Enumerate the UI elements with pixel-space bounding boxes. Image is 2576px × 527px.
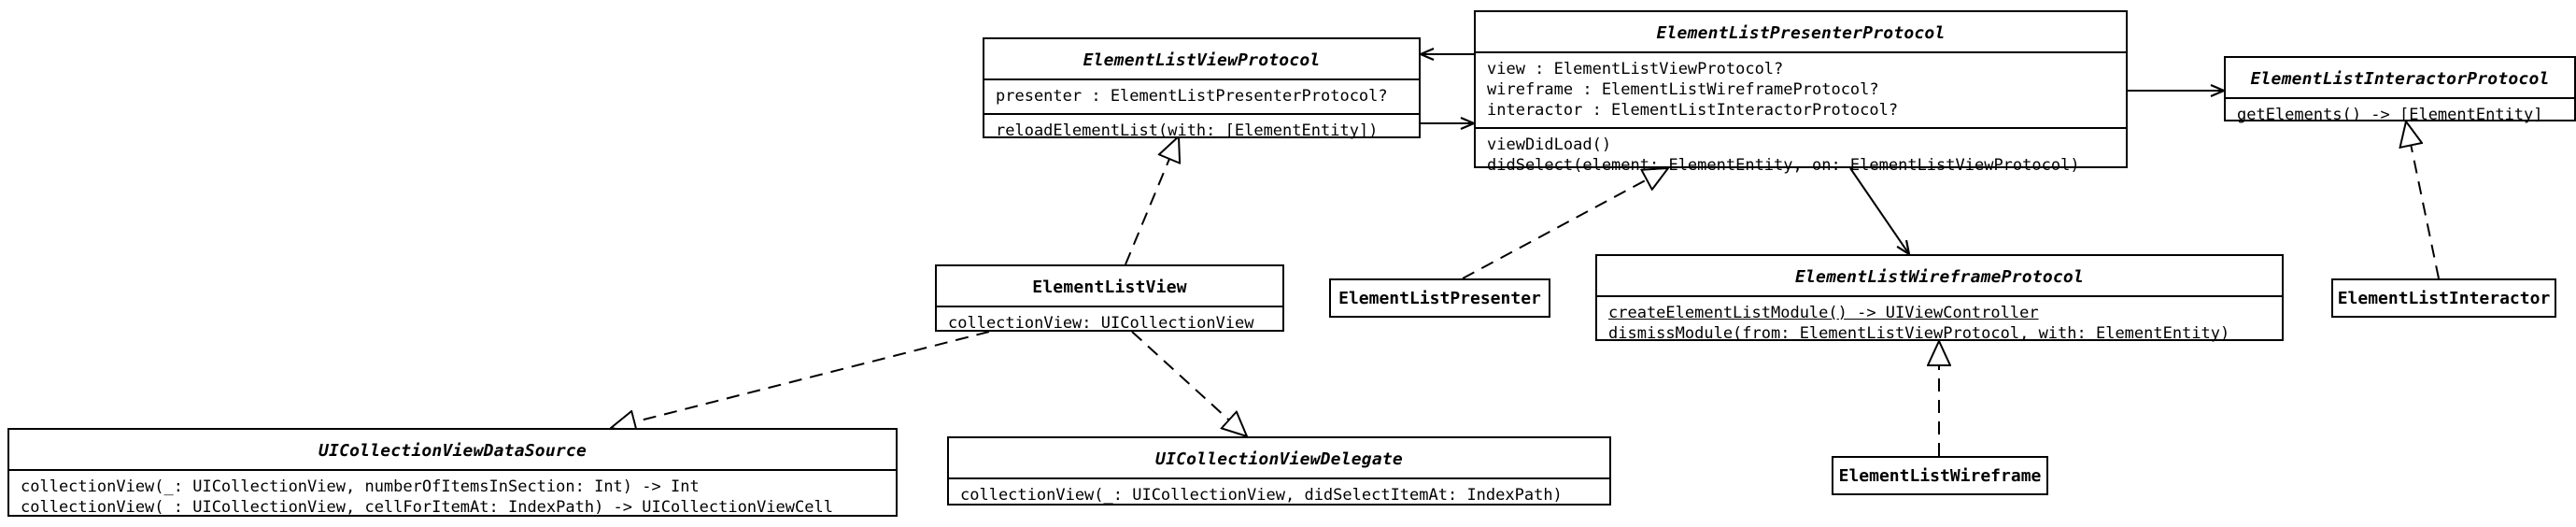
attributes-section: presenter : ElementListPresenterProtocol… (984, 78, 1419, 113)
class-box-element-list-interactor: ElementListInteractor (2331, 278, 2556, 318)
method: getElements() -> [ElementEntity] (2237, 106, 2543, 124)
attributes-section: view : ElementListViewProtocol? wirefram… (1476, 51, 2126, 127)
edge-list-view-realizes-delegate (1131, 331, 1247, 436)
attribute: wireframe : ElementListWireframeProtocol… (1487, 80, 1879, 99)
method: createElementListModule() -> UIViewContr… (1608, 304, 2039, 322)
attribute: interactor : ElementListInteractorProtoc… (1487, 101, 1899, 120)
class-name: ElementListView (1032, 278, 1187, 297)
method: dismissModule(from: ElementListViewProto… (1608, 324, 2230, 343)
methods-section: collectionView(_: UICollectionView, didS… (949, 477, 1609, 512)
class-box-element-list-wireframe-protocol: ElementListWireframeProtocol createEleme… (1595, 254, 2284, 343)
attribute: view : ElementListViewProtocol? (1487, 60, 1784, 78)
class-name: UICollectionViewDataSource (318, 441, 587, 461)
methods-section: createElementListModule() -> UIViewContr… (1597, 295, 2282, 350)
class-box-ui-collection-view-data-source: UICollectionViewDataSource collectionVie… (7, 428, 898, 517)
edge-list-view-realizes-view-protocol (1125, 136, 1179, 265)
method: didSelect(element: ElementEntity, on: El… (1487, 156, 2080, 175)
edge-list-view-realizes-data-source (611, 331, 990, 428)
class-box-element-list-view: ElementListView collectionView: UICollec… (935, 264, 1284, 333)
class-box-element-list-interactor-protocol: ElementListInteractorProtocol getElement… (2224, 56, 2576, 124)
class-box-ui-collection-view-delegate: UICollectionViewDelegate collectionView(… (947, 436, 1611, 506)
class-name: ElementListViewProtocol (1083, 50, 1321, 70)
method: collectionView(_: UICollectionView, numb… (21, 477, 700, 496)
methods-section: collectionView(_: UICollectionView, numb… (9, 469, 896, 524)
attributes-section: collectionView: UICollectionView (937, 306, 1282, 340)
class-name: ElementListInteractorProtocol (2250, 69, 2550, 89)
class-name: ElementListPresenter (1338, 288, 1541, 308)
method: collectionView(_: UICollectionView, cell… (21, 498, 833, 517)
class-box-element-list-wireframe: ElementListWireframe (1832, 456, 2048, 495)
method: reloadElementList(with: [ElementEntity]) (996, 121, 1379, 140)
class-box-element-list-presenter-protocol: ElementListPresenterProtocol view : Elem… (1474, 10, 2128, 175)
attribute: presenter : ElementListPresenterProtocol… (996, 87, 1388, 106)
class-name: ElementListWireframe (1838, 465, 2042, 486)
methods-section: viewDidLoad() didSelect(element: Element… (1476, 127, 2126, 182)
edge-interactor-realizes-interactor-protocol (2406, 121, 2440, 279)
method: collectionView(_: UICollectionView, didS… (960, 486, 1563, 505)
class-name: ElementListInteractor (2337, 288, 2551, 308)
methods-section: reloadElementList(with: [ElementEntity]) (984, 113, 1419, 148)
edge-presenter-realizes-presenter-protocol (1462, 168, 1668, 279)
attribute: collectionView: UICollectionView (948, 314, 1254, 333)
class-name: ElementListPresenterProtocol (1656, 23, 1946, 43)
class-box-element-list-view-protocol: ElementListViewProtocol presenter : Elem… (983, 37, 1421, 140)
class-name: ElementListWireframeProtocol (1794, 267, 2085, 287)
method: viewDidLoad() (1487, 135, 1612, 154)
edge-presenter-protocol-to-wireframe-protocol (1849, 167, 1909, 254)
methods-section: getElements() -> [ElementEntity] (2226, 97, 2574, 132)
class-box-element-list-presenter: ElementListPresenter (1329, 278, 1550, 318)
class-name: UICollectionViewDelegate (1155, 449, 1403, 469)
